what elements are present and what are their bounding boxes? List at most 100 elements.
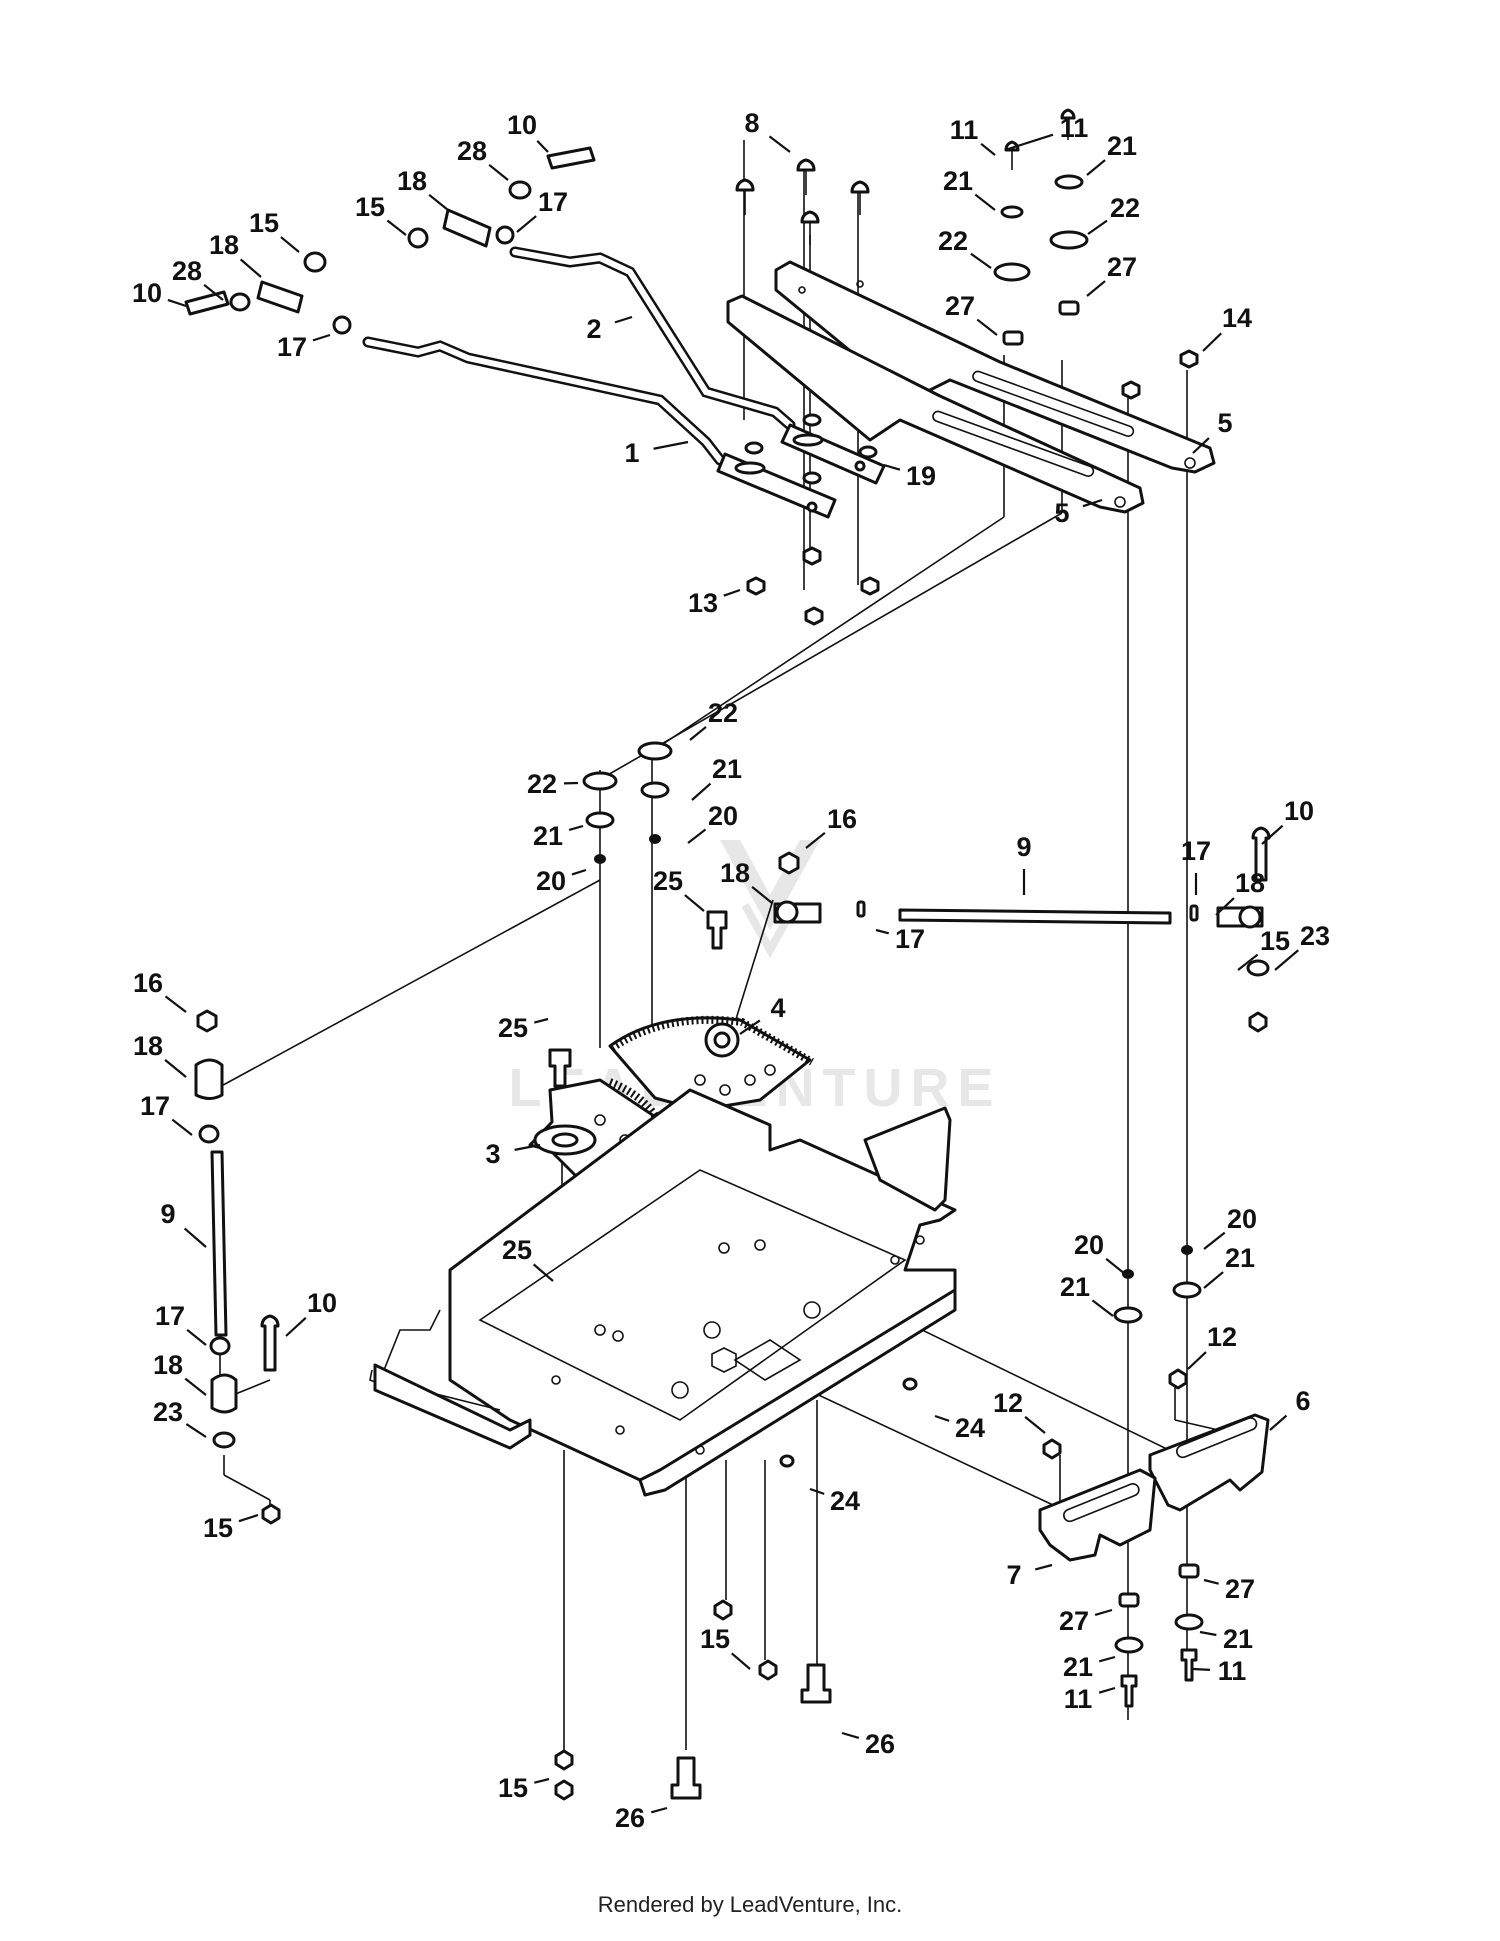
callout-label: 11 <box>950 115 979 145</box>
callout-label: 11 <box>1218 1656 1247 1686</box>
callout-labels: 1234556789910101010111111111212131415151… <box>132 108 1330 1833</box>
callout-label: 18 <box>397 166 427 196</box>
callout-label: 19 <box>906 461 936 491</box>
callout-label: 25 <box>498 1013 528 1043</box>
callout-leader <box>970 252 992 269</box>
callout-label: 22 <box>938 226 968 256</box>
callout-leader <box>171 1118 193 1136</box>
callout-leader <box>280 236 300 253</box>
link-rod-9-horizontal <box>773 826 1271 1033</box>
callout-leader <box>164 1059 187 1078</box>
callout-leader <box>1192 1667 1211 1671</box>
callout-label: 11 <box>1060 113 1089 143</box>
callout-leader <box>1203 1271 1224 1289</box>
callout-leader <box>1203 1231 1226 1250</box>
middle-washers <box>582 741 1202 1324</box>
callout-label: 3 <box>485 1139 500 1169</box>
callout-label: 28 <box>172 256 202 286</box>
gear-sector-4 <box>608 1015 814 1112</box>
callout-label: 18 <box>1235 868 1265 898</box>
callout-leader <box>1082 498 1103 508</box>
callout-leader <box>571 868 587 876</box>
rod-end-hardware-top <box>184 146 596 335</box>
callout-leader <box>723 588 741 597</box>
control-rod-1 <box>362 336 837 519</box>
callout-leader <box>650 1806 668 1814</box>
callout-label: 17 <box>1181 836 1211 866</box>
callout-leader <box>751 886 773 904</box>
callout-label: 26 <box>615 1803 645 1833</box>
callout-leader <box>488 163 509 181</box>
callout-leader <box>167 298 187 308</box>
callout-label: 15 <box>1260 926 1290 956</box>
callout-leader <box>684 894 705 912</box>
callout-leader <box>184 1377 207 1396</box>
callout-label: 25 <box>653 866 683 896</box>
callout-label: 20 <box>536 866 566 896</box>
callout-leader <box>1202 332 1222 352</box>
callout-leader <box>809 1487 825 1495</box>
lower-right-stacks <box>1114 1563 1204 1708</box>
callout-label: 20 <box>708 801 738 831</box>
callout-label: 9 <box>1016 832 1031 862</box>
callout-label: 13 <box>688 588 718 618</box>
callout-leader <box>1274 949 1299 971</box>
callout-label: 4 <box>770 993 785 1023</box>
footer-credit: Rendered by LeadVenture, Inc. <box>597 1892 903 1917</box>
callout-label: 21 <box>1060 1272 1090 1302</box>
callout-leader <box>739 1019 761 1035</box>
callout-label: 23 <box>153 1397 183 1427</box>
callout-label: 17 <box>538 187 568 217</box>
callout-leader <box>1004 133 1054 152</box>
callout-label: 16 <box>827 804 857 834</box>
callout-label: 16 <box>133 968 163 998</box>
callout-label: 24 <box>955 1413 985 1443</box>
callout-label: 15 <box>203 1513 233 1543</box>
callout-leader <box>568 824 584 832</box>
link-rod-9-vertical <box>194 1009 281 1525</box>
callout-leader <box>239 258 262 278</box>
callout-label: 20 <box>1227 1204 1257 1234</box>
callout-label: 28 <box>457 136 487 166</box>
callout-label: 22 <box>527 769 557 799</box>
callout-label: 5 <box>1054 498 1069 528</box>
callout-leader <box>386 219 407 236</box>
callout-label: 10 <box>132 278 162 308</box>
callout-leader <box>691 782 712 801</box>
callout-leader <box>238 1513 259 1523</box>
callout-label: 9 <box>160 1199 175 1229</box>
callout-leader <box>536 140 549 153</box>
callout-label: 20 <box>1074 1230 1104 1260</box>
callout-label: 2 <box>586 314 601 344</box>
callout-label: 21 <box>712 754 742 784</box>
carriage-bolts-8 <box>735 158 870 245</box>
callout-leader <box>1094 1608 1113 1616</box>
callout-leader <box>841 1731 860 1739</box>
callout-leader <box>285 1317 307 1337</box>
callout-label: 27 <box>1225 1574 1255 1604</box>
watermark-logo <box>720 840 820 959</box>
callout-leader <box>1086 280 1106 297</box>
callout-label: 26 <box>865 1729 895 1759</box>
callout-label: 18 <box>209 230 239 260</box>
callout-label: 6 <box>1295 1386 1310 1416</box>
callout-leader <box>1215 897 1235 916</box>
callout-label: 17 <box>277 332 307 362</box>
mounting-plate <box>369 1088 957 1497</box>
callout-leader <box>976 318 998 336</box>
callout-label: 15 <box>498 1773 528 1803</box>
callout-leader <box>1192 437 1210 454</box>
callout-label: 23 <box>1300 921 1330 951</box>
callout-leader <box>186 1328 207 1346</box>
callout-label: 27 <box>1107 252 1137 282</box>
callout-leader <box>203 283 224 301</box>
callout-leader <box>1086 159 1106 176</box>
callout-leader <box>1187 1351 1207 1370</box>
callout-label: 21 <box>1225 1243 1255 1273</box>
bracket-7 <box>1038 1438 1157 1562</box>
callout-leader <box>1269 1414 1288 1431</box>
callout-leader <box>1105 1257 1126 1275</box>
callout-label: 5 <box>1217 408 1232 438</box>
callout-label: 18 <box>133 1031 163 1061</box>
